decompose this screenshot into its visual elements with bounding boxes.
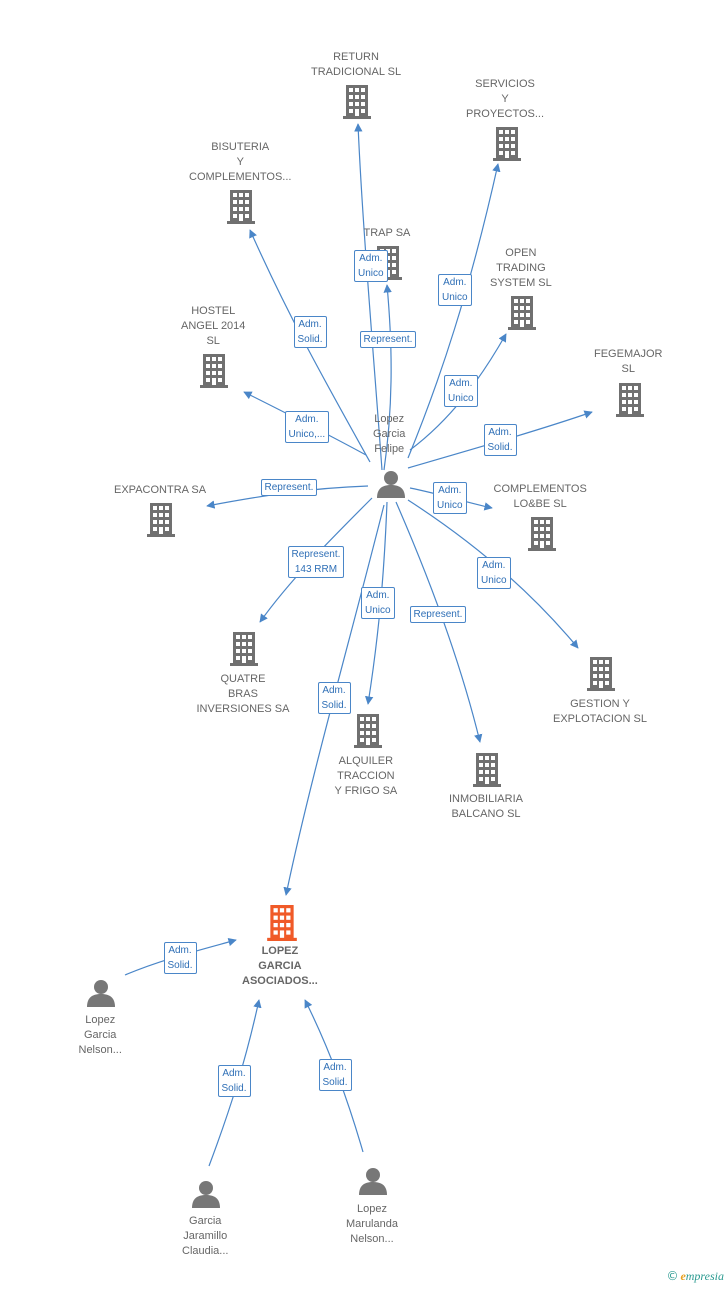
edge-bisuteria [249, 229, 371, 463]
company-label-alquiler[interactable]: ALQUILER TRACCION Y FRIGO SA [334, 755, 398, 797]
main-company-label[interactable]: LOPEZ GARCIA ASOCIADOS... [242, 945, 318, 987]
edge-return [354, 123, 383, 471]
relation-badge-bisuteria[interactable]: Adm.Solid. [293, 316, 327, 348]
relation-badge-nelson_g[interactable]: Adm.Solid. [163, 942, 197, 974]
person-label-nelson_g[interactable]: Lopez Garcia Nelson... [78, 1014, 122, 1056]
person-label-claudia[interactable]: Garcia Jaramillo Claudia... [182, 1215, 229, 1257]
company-label-gestion[interactable]: GESTION Y EXPLOTACION SL [553, 698, 647, 725]
edge-servicios [407, 163, 501, 459]
relation-badge-alquiler[interactable]: Adm.Unico [361, 587, 395, 619]
person-icon-claudia[interactable] [192, 1181, 220, 1208]
company-building-icon-quatre[interactable] [230, 632, 258, 666]
center-person-label[interactable]: Lopez Garcia Felipe [373, 413, 406, 455]
relation-badge-claudia[interactable]: Adm.Solid. [217, 1065, 251, 1097]
relation-badge-gestion[interactable]: Adm.Unico [477, 557, 511, 589]
relation-badge-quatre[interactable]: Represent.143 RRM [287, 546, 345, 578]
company-label-open[interactable]: OPEN TRADING SYSTEM SL [490, 247, 552, 289]
company-label-expacontra[interactable]: EXPACONTRA SA [114, 484, 207, 496]
company-label-bisuteria[interactable]: BISUTERIA Y COMPLEMENTOS... [189, 141, 292, 183]
relation-badge-fegemajor[interactable]: Adm.Solid. [483, 424, 517, 456]
relation-badge-hostel[interactable]: Adm.Unico,... [284, 411, 330, 443]
relation-badge-inmobiliaria[interactable]: Represent. [409, 605, 467, 623]
copyright-icon: © [666, 1269, 679, 1283]
brand-name: mpresia [685, 1269, 724, 1283]
company-building-icon-return[interactable] [343, 85, 371, 119]
relation-badge-nelson_m[interactable]: Adm.Solid. [318, 1059, 352, 1091]
company-label-fegemajor[interactable]: FEGEMAJOR SL [594, 348, 663, 375]
company-label-return[interactable]: RETURN TRADICIONAL SL [311, 51, 402, 78]
empresia-brand: ©empresia [666, 1269, 724, 1284]
person-icon-nelson_g[interactable] [87, 980, 115, 1007]
company-building-icon-fegemajor[interactable] [616, 383, 644, 417]
company-label-servicios[interactable]: SERVICIOS Y PROYECTOS... [466, 78, 545, 120]
company-building-icon-hostel[interactable] [200, 354, 228, 388]
company-building-icon-bisuteria[interactable] [227, 190, 255, 224]
relation-badge-return[interactable]: Adm.Unico [354, 250, 388, 282]
center-person-icon[interactable] [377, 471, 405, 498]
relation-badge-main[interactable]: Adm.Solid. [317, 682, 351, 714]
company-building-icon-open[interactable] [508, 296, 536, 330]
relation-badge-trap[interactable]: Represent. [359, 330, 417, 348]
relation-badge-servicios[interactable]: Adm.Unico [438, 274, 472, 306]
relation-badge-open[interactable]: Adm.Unico [444, 375, 478, 407]
person-label-nelson_m[interactable]: Lopez Marulanda Nelson... [346, 1203, 398, 1245]
company-label-complementos[interactable]: COMPLEMENTOS LO&BE SL [493, 483, 587, 510]
company-building-icon-alquiler[interactable] [354, 714, 382, 748]
company-building-icon-servicios[interactable] [493, 127, 521, 161]
company-label-trap[interactable]: TRAP SA [363, 227, 411, 239]
company-building-icon-complementos[interactable] [528, 517, 556, 551]
company-label-inmobiliaria[interactable]: INMOBILIARIA BALCANO SL [449, 793, 523, 820]
relation-badge-expacontra[interactable]: Represent. [260, 478, 318, 496]
person-icon-nelson_m[interactable] [359, 1168, 387, 1195]
empresia-logo-icon: e [680, 1269, 686, 1283]
company-building-icon-gestion[interactable] [587, 657, 615, 691]
company-label-quatre[interactable]: QUATRE BRAS INVERSIONES SA [196, 673, 290, 715]
relation-badge-complementos[interactable]: Adm.Unico [433, 482, 467, 514]
main-company-building-icon[interactable] [267, 905, 297, 941]
company-label-hostel[interactable]: HOSTEL ANGEL 2014 SL [181, 305, 246, 347]
edge-trap [383, 284, 392, 471]
company-building-icon-inmobiliaria[interactable] [473, 753, 501, 787]
company-building-icon-expacontra[interactable] [147, 503, 175, 537]
